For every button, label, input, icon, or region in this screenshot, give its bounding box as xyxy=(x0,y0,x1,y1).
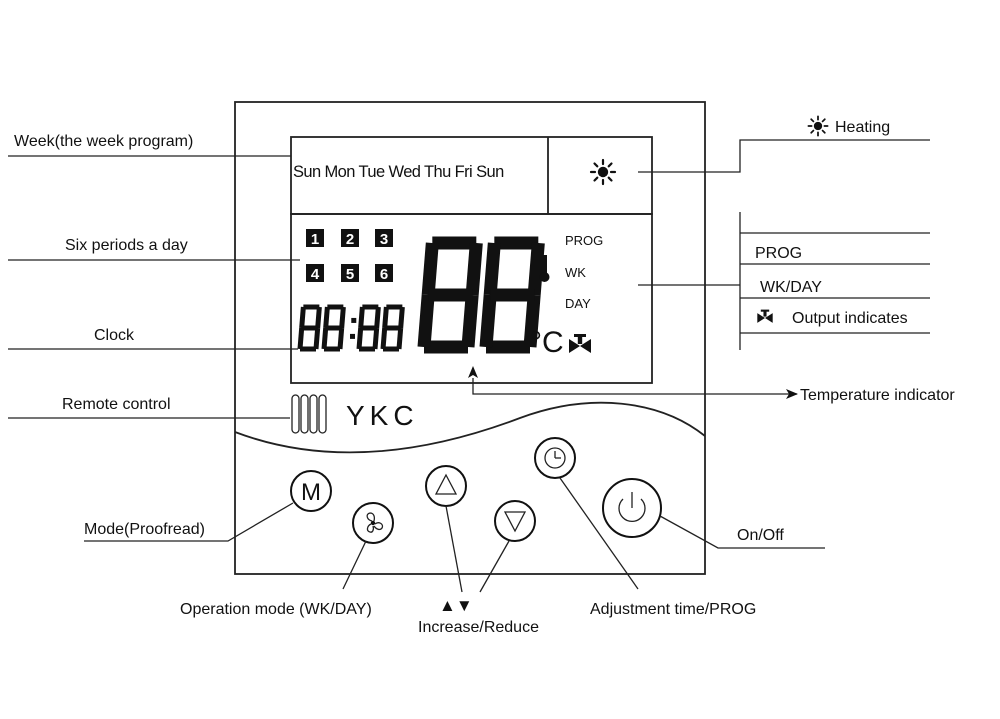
increase-button[interactable] xyxy=(425,465,467,507)
period-5: 5 xyxy=(346,266,354,283)
period-6: 6 xyxy=(380,266,388,283)
period-4: 4 xyxy=(311,266,320,283)
temp-digit-0 xyxy=(417,236,483,354)
valve-icon xyxy=(569,334,591,353)
thermometer-icon xyxy=(539,255,550,282)
clock-icon xyxy=(544,447,566,469)
mode-button-label: M xyxy=(301,479,321,506)
brand-logo: YKC xyxy=(346,400,419,431)
up-triangle-icon xyxy=(434,473,458,495)
temp-digit-1 xyxy=(479,236,545,354)
label-heating: Heating xyxy=(835,119,890,136)
label-prog: PROG xyxy=(755,245,802,262)
adjust-time-button[interactable] xyxy=(534,437,576,479)
output-valve-icon xyxy=(757,309,773,323)
clock-digit-1 xyxy=(321,304,346,352)
label-increase-reduce: Increase/Reduce xyxy=(418,619,539,636)
power-icon xyxy=(618,492,646,522)
label-arrows-symbol: ▲▼ xyxy=(439,596,473,615)
clock-digit-0 xyxy=(297,304,322,352)
sun-icon xyxy=(589,158,617,186)
period-indicators: 1 2 3 4 5 6 xyxy=(306,229,393,283)
clock-digit-2 xyxy=(356,304,381,352)
thermostat-body xyxy=(234,101,706,575)
label-mode: Mode(Proofread) xyxy=(84,521,205,538)
lcd-week-days: Sun Mon Tue Wed Thu Fri Sun xyxy=(293,163,504,181)
mode-button[interactable]: M xyxy=(290,470,332,512)
lcd-mode-wk: WK xyxy=(565,265,586,280)
lcd-unit: °C xyxy=(530,326,564,359)
lcd-mode-prog: PROG xyxy=(565,233,603,248)
operation-mode-button[interactable] xyxy=(352,502,394,544)
period-3: 3 xyxy=(380,231,388,248)
decrease-button[interactable] xyxy=(494,500,536,542)
power-button[interactable] xyxy=(602,478,662,538)
label-wkday: WK/DAY xyxy=(760,279,822,296)
label-operation-mode: Operation mode (WK/DAY) xyxy=(180,601,372,618)
label-clock: Clock xyxy=(94,327,135,344)
lcd-clock xyxy=(297,304,405,352)
arrowhead-icon xyxy=(468,366,478,378)
label-periods: Six periods a day xyxy=(65,237,188,254)
label-week: Week(the week program) xyxy=(14,133,193,150)
ir-window-icon xyxy=(291,394,327,434)
heating-sun-icon xyxy=(807,115,829,137)
lcd-mode-day: DAY xyxy=(565,296,591,311)
panel-divider xyxy=(234,401,706,454)
down-triangle-icon xyxy=(503,511,527,533)
fan-icon xyxy=(366,512,384,533)
period-2: 2 xyxy=(346,231,354,248)
lcd-temperature xyxy=(417,236,545,354)
label-adjust-time: Adjustment time/PROG xyxy=(590,601,756,618)
label-onoff: On/Off xyxy=(737,527,784,544)
lcd-main-area xyxy=(290,213,653,384)
clock-digit-3 xyxy=(380,304,405,352)
label-temp-indicator: Temperature indicator xyxy=(800,387,955,404)
label-output: Output indicates xyxy=(792,310,908,327)
period-1: 1 xyxy=(311,231,319,248)
label-remote: Remote control xyxy=(62,396,171,413)
